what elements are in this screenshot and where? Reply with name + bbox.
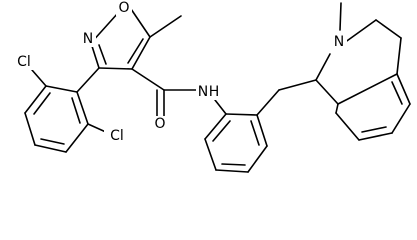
bond-n2-methyl <box>339 2 342 31</box>
bond-ar2-3-inner <box>221 163 246 166</box>
bond-ch2-c1 <box>278 79 317 91</box>
atom-h-amide: H <box>209 84 220 100</box>
atom-n-amide: N <box>198 84 208 100</box>
atom-n-isoxazole: N <box>83 31 93 47</box>
bond-c3-n2 <box>90 42 100 69</box>
bond-c4a-c5-inner <box>391 81 403 105</box>
bond-ar2-ch2 <box>256 89 280 116</box>
bond-n-aryl <box>214 99 227 115</box>
bond-c3-c4 <box>375 19 402 39</box>
bond-c5-c4 <box>131 36 151 70</box>
bond-c4a-c5 <box>396 73 411 105</box>
bond-c6-c7 <box>358 132 393 141</box>
bond-ar2-6 <box>225 113 258 116</box>
bond-c7-c8 <box>335 112 360 141</box>
bond-ar2-1-inner <box>212 120 231 142</box>
bond-ar1-2-inner <box>33 92 51 115</box>
bond-c8a-c4a <box>337 73 398 105</box>
bond-c4-carbonyl <box>131 68 165 91</box>
bond-ar2-5 <box>256 114 268 147</box>
bond-ar2-4 <box>247 145 268 173</box>
bond-ar1-2 <box>24 85 47 114</box>
atom-label-layer: O N Cl Cl O N H N <box>12 0 347 144</box>
bond-c3-n2-inner <box>98 44 107 65</box>
bond-n2-c3 <box>343 19 377 44</box>
bond-ar1-4 <box>34 144 67 153</box>
atom-n-tetrahydroisoquinoline: N <box>334 34 344 50</box>
bond-ar2-2 <box>204 138 217 171</box>
bond-c5-methyl <box>149 15 182 38</box>
atom-o-isoxazole: O <box>118 0 129 16</box>
atom-cl-bottom: Cl <box>110 128 124 144</box>
bond-ar1-1 <box>45 85 78 93</box>
bond-c3-phenyl <box>76 67 100 93</box>
bond-c6-c7-inner <box>361 126 387 133</box>
molecule-structure-diagram: O N Cl Cl O N H N <box>12 0 411 173</box>
bond-c8-c8a <box>335 103 339 114</box>
bond-ar2-5-inner <box>250 120 260 146</box>
bond-ar2-3 <box>215 169 249 173</box>
bond-o1-c5 <box>130 8 151 38</box>
bond-ar1-cl-top <box>31 69 47 87</box>
bond-c1-n2 <box>315 53 331 81</box>
bond-c5-c6 <box>391 103 411 134</box>
bond-c5-c4-inner <box>127 38 144 64</box>
bond-c4-c3 <box>98 67 133 70</box>
bond-ar1-3 <box>24 112 36 146</box>
bond-c1-c8a <box>315 79 339 105</box>
bond-ar2-1 <box>204 113 227 140</box>
bond-layer <box>24 2 411 173</box>
atom-cl-top: Cl <box>17 54 31 70</box>
bond-ar1-5 <box>65 123 89 153</box>
atom-o-carbonyl: O <box>154 116 165 132</box>
bond-ar1-6 <box>76 91 89 125</box>
bond-ar1-6-inner <box>71 97 81 124</box>
bond-c4-c4a <box>396 37 402 75</box>
bond-ar1-4-inner <box>40 138 65 145</box>
